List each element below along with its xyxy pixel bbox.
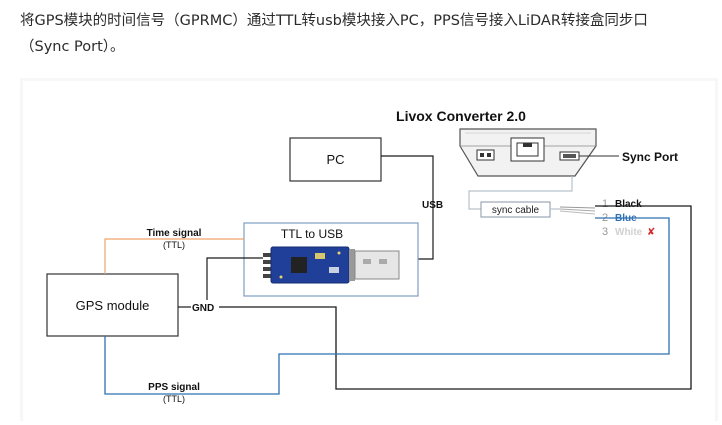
sync-port-label: Sync Port: [622, 150, 678, 164]
white-not-connected-icon: ✘: [647, 227, 655, 238]
pps-signal-label: PPS signal: [148, 382, 200, 393]
sync-cable-label: sync cable: [492, 205, 540, 216]
pps-signal-sub: (TTL): [163, 394, 185, 404]
diagram-panel: Livox Converter 2.0: [20, 78, 718, 421]
usb-cable: [381, 155, 434, 260]
converter-title: Livox Converter 2.0: [396, 108, 526, 124]
gps-module-label: GPS module: [76, 298, 150, 313]
power-port: [476, 149, 495, 161]
intro-line-1: 将GPS模块的时间信号（GPRMC）通过TTL转usb模块接入PC，PPS信号接…: [20, 13, 648, 29]
wire-1-name: Black: [615, 199, 642, 210]
sync-cable: [468, 176, 596, 218]
sync-port-connector: [559, 151, 580, 161]
pc-label: PC: [326, 152, 344, 167]
intro-line-2: （Sync Port）。: [20, 39, 125, 55]
time-signal-sub: (TTL): [163, 240, 185, 250]
usb-adapter-board-icon: [263, 246, 400, 284]
time-signal-label: Time signal: [147, 228, 202, 239]
pps-signal-wire: [104, 217, 670, 395]
diagram-canvas: Livox Converter 2.0: [23, 81, 715, 421]
time-signal-wire: [104, 238, 244, 274]
ethernet-port: [510, 137, 545, 162]
gnd-label: GND: [192, 303, 214, 314]
wire-3-name: White: [615, 227, 643, 238]
wire-3-number: 3: [602, 226, 608, 238]
intro-text: 将GPS模块的时间信号（GPRMC）通过TTL转usb模块接入PC，PPS信号接…: [20, 8, 710, 60]
usb-label: USB: [422, 200, 443, 211]
gnd-ttl-wire: [206, 257, 263, 300]
wiring-diagram: Livox Converter 2.0: [46, 108, 692, 404]
gnd-wire: [219, 205, 692, 390]
ttl-usb-label: TTL to USB: [281, 227, 343, 241]
wire-1-number: 1: [602, 198, 608, 210]
pc-box: [289, 137, 382, 182]
converter-box: [459, 128, 597, 177]
gps-module-box: [46, 273, 179, 337]
